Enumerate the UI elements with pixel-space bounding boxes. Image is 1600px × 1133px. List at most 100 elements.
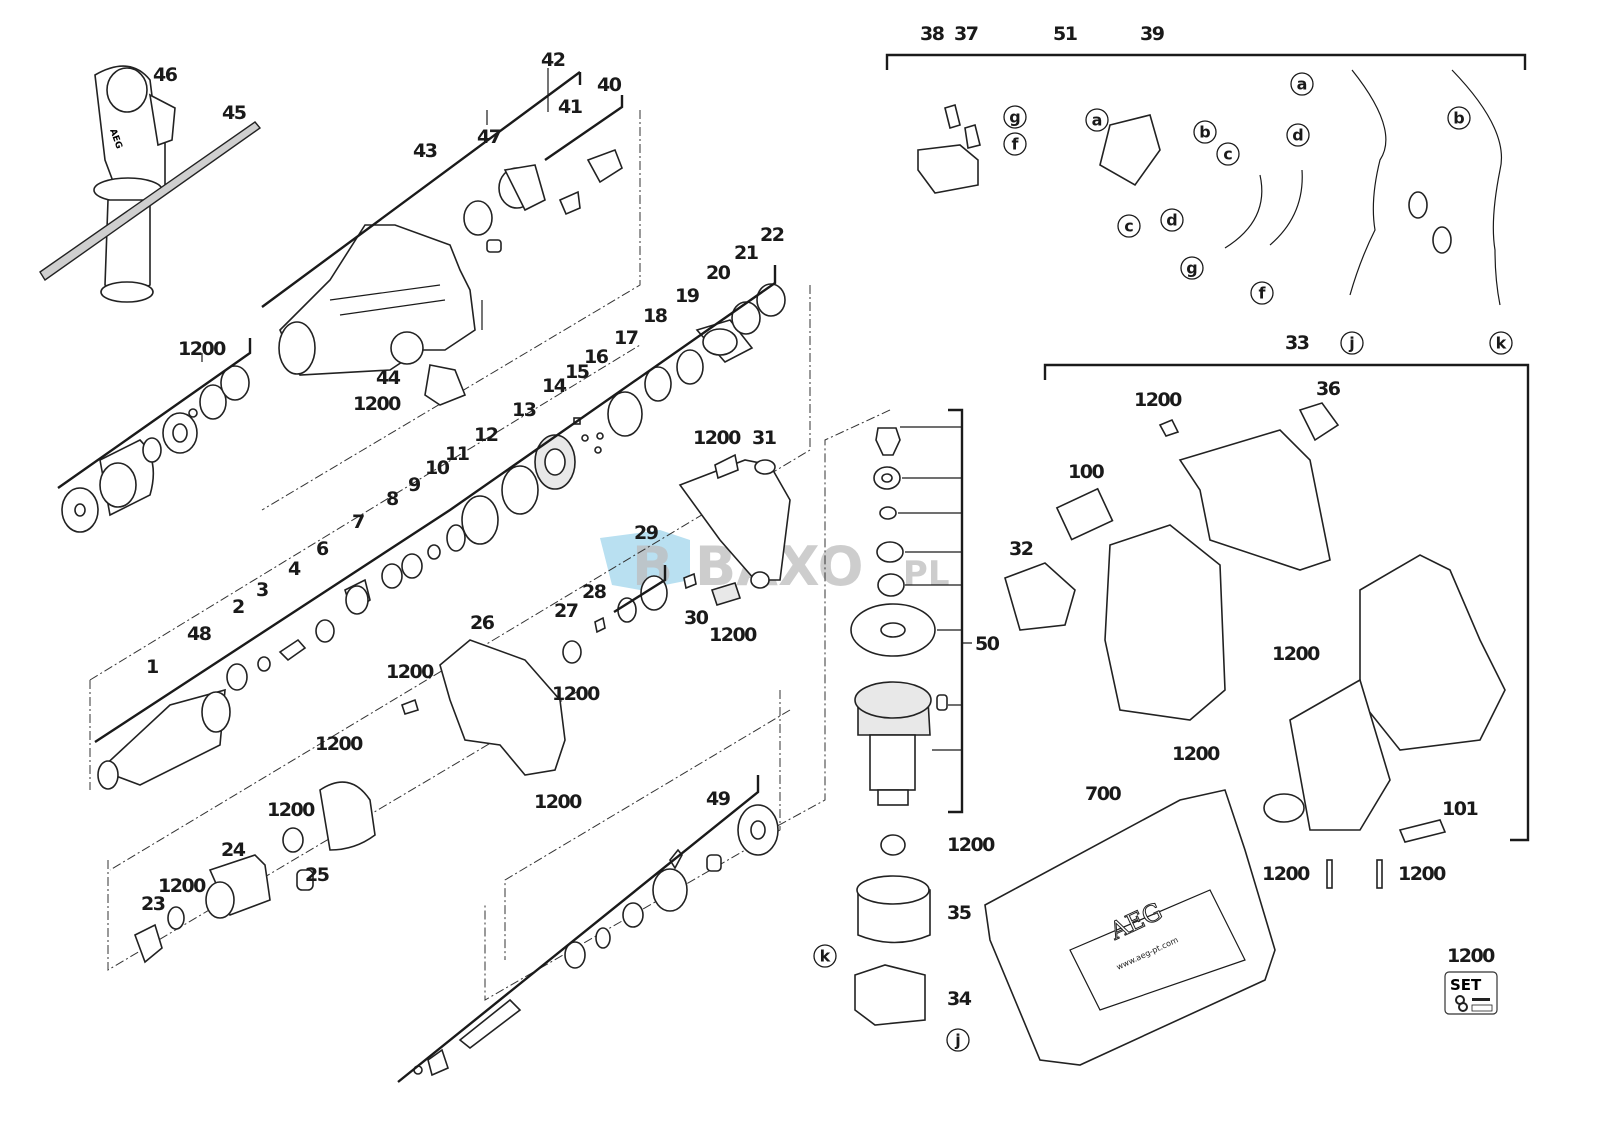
- set-badge-label: SET: [1450, 976, 1482, 994]
- label-22: 22: [760, 224, 784, 246]
- label-10: 10: [425, 457, 450, 479]
- label-1200-gasket: 1200: [315, 733, 363, 755]
- connector-j-brush: j: [954, 1031, 960, 1050]
- label-34: 34: [947, 988, 972, 1010]
- label-25: 25: [305, 864, 329, 886]
- label-1200-brush: 1200: [709, 624, 757, 646]
- label-3: 3: [256, 579, 268, 601]
- assembly-boundaries: [89, 110, 891, 1001]
- label-40: 40: [597, 74, 622, 96]
- label-48: 48: [187, 623, 212, 645]
- label-46: 46: [153, 64, 178, 86]
- label-33: 33: [1285, 332, 1309, 354]
- label-18: 18: [643, 305, 668, 327]
- label-26: 26: [470, 612, 495, 634]
- armature-stack: [850, 427, 948, 1026]
- label-24: 24: [221, 839, 246, 861]
- chuck-parts: [61, 365, 250, 533]
- label-44: 44: [376, 367, 401, 389]
- label-29: 29: [634, 522, 658, 544]
- label-49: 49: [706, 788, 730, 810]
- label-8: 8: [386, 488, 399, 510]
- part-labels: 46 45 42 40 47 41 43 22 21 20 19 18 17 1…: [141, 23, 1497, 1010]
- label-13: 13: [512, 399, 536, 421]
- label-9: 9: [408, 474, 420, 496]
- label-45: 45: [222, 102, 246, 124]
- label-37: 37: [954, 23, 978, 45]
- label-15: 15: [565, 361, 589, 383]
- connector-c-wire: c: [1223, 145, 1232, 164]
- label-1200-armature-bearing: 1200: [947, 834, 995, 856]
- label-32: 32: [1009, 538, 1033, 560]
- label-43: 43: [413, 140, 437, 162]
- connector-k-brush: k: [820, 947, 831, 966]
- label-100: 100: [1068, 461, 1104, 483]
- set-badge: SET: [1444, 971, 1498, 1015]
- depth-rod: [39, 121, 262, 281]
- watermark-logo-icon: [600, 530, 690, 590]
- label-1: 1: [146, 656, 158, 678]
- carry-case: AEG www.aeg-pt.com: [984, 789, 1276, 1066]
- label-20: 20: [706, 262, 731, 284]
- label-1200-pins-right: 1200: [1272, 643, 1320, 665]
- label-50: 50: [975, 633, 1000, 655]
- clutch-parts: [134, 781, 376, 964]
- front-parts-42: [463, 148, 623, 253]
- bracket-50: [898, 408, 972, 814]
- side-handle: AEG: [93, 65, 176, 303]
- connector-k-wire: k: [1496, 334, 1507, 353]
- connector-a-wire: a: [1297, 75, 1308, 94]
- connector-c-switch: c: [1124, 217, 1133, 236]
- label-1200-set: 1200: [1447, 945, 1495, 967]
- label-2: 2: [232, 596, 244, 618]
- motor-housing: [1004, 363, 1530, 889]
- hammer-mechanism: [97, 283, 786, 790]
- label-17: 17: [614, 327, 638, 349]
- electronics-group: [885, 53, 1527, 306]
- label-51: 51: [1053, 23, 1077, 45]
- label-41: 41: [558, 96, 582, 118]
- connector-d-switch: d: [1166, 211, 1177, 230]
- connector-f-switch: f: [1012, 135, 1020, 154]
- label-1200-screw-left: 1200: [1262, 863, 1310, 885]
- motor-flange: [678, 453, 791, 581]
- label-19: 19: [675, 285, 699, 307]
- label-31: 31: [752, 427, 776, 449]
- label-101: 101: [1442, 798, 1477, 820]
- label-1200-bearing: 1200: [552, 683, 600, 705]
- connector-g-wire: g: [1186, 259, 1197, 278]
- label-35: 35: [947, 902, 971, 924]
- label-4: 4: [288, 558, 301, 580]
- group-brackets: [57, 68, 777, 1083]
- connector-j-wire: j: [1348, 334, 1354, 353]
- label-1200-screw-right: 1200: [1398, 863, 1446, 885]
- label-14: 14: [542, 375, 567, 397]
- label-11: 11: [445, 443, 469, 465]
- label-7: 7: [352, 511, 364, 533]
- label-1200-pins-left: 1200: [1172, 743, 1220, 765]
- connector-d-wire: d: [1292, 126, 1303, 145]
- connector-f-wire: f: [1259, 284, 1267, 303]
- label-6: 6: [316, 538, 329, 560]
- label-1200-selector: 1200: [353, 393, 401, 415]
- label-21: 21: [734, 242, 758, 264]
- label-700: 700: [1085, 783, 1121, 805]
- label-1200-frame-screw: 1200: [386, 661, 434, 683]
- label-30: 30: [684, 607, 709, 629]
- connector-a-switch: a: [1092, 111, 1103, 130]
- label-16: 16: [584, 346, 609, 368]
- label-1200-ring: 1200: [158, 875, 206, 897]
- label-1200-flange-screw: 1200: [693, 427, 741, 449]
- label-23: 23: [141, 893, 165, 915]
- gear-housing: [278, 224, 476, 406]
- connector-g-switch: g: [1009, 108, 1020, 127]
- label-36: 36: [1316, 378, 1341, 400]
- label-39: 39: [1140, 23, 1164, 45]
- connector-b-switch: b: [1199, 123, 1210, 142]
- label-1200-bush: 1200: [267, 799, 315, 821]
- small-gears-27-30: [562, 571, 770, 664]
- connector-b-wire: b: [1453, 109, 1464, 128]
- label-38: 38: [920, 23, 945, 45]
- label-27: 27: [554, 600, 578, 622]
